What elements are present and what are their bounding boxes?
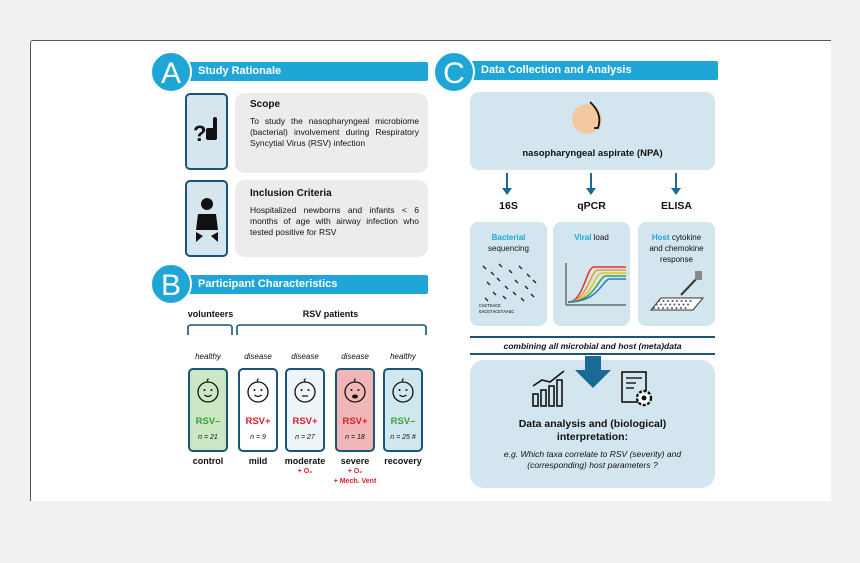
group-n: n = 18 xyxy=(345,434,365,441)
analysis-box: Data analysis and (biological) interpret… xyxy=(470,356,715,488)
group-card: RSV+ n = 27 xyxy=(285,368,325,452)
divider-line-2 xyxy=(470,353,715,355)
group-card: RSV+ n = 9 xyxy=(238,368,278,452)
arrow-qpcr xyxy=(586,173,596,195)
panel-b-letter: B xyxy=(160,269,181,302)
group-label: recovery xyxy=(384,456,422,466)
group-status: healthy xyxy=(195,352,221,361)
method-description: Host cytokine and chemokine response xyxy=(641,232,712,265)
group-extra: + O₂ xyxy=(347,468,363,475)
method-name: qPCR xyxy=(577,200,606,212)
method-description: Bacterial sequencing xyxy=(473,232,544,254)
baby-face-icon xyxy=(294,378,316,403)
group-status: disease xyxy=(341,352,369,361)
seq-text-2: GACGTACGTAAGC xyxy=(479,309,514,315)
arrow-elisa xyxy=(671,173,681,195)
analysis-title: Data analysis and (biological) interpret… xyxy=(518,418,667,443)
method-box: Bacterial sequencing xyxy=(470,222,547,326)
panel-a-title: Study Rationale xyxy=(198,65,282,77)
divider-line xyxy=(470,336,715,338)
method-text-2: sequencing xyxy=(488,244,529,253)
inclusion-body: Hospitalized newborns and infants < 6 mo… xyxy=(250,205,419,237)
panel-c-letter: C xyxy=(443,57,465,90)
group-card: RSV– n = 25 # xyxy=(383,368,423,452)
infant-icon xyxy=(185,180,228,257)
method-highlight: Viral xyxy=(574,233,592,242)
group-card: RSV+ n = 18 xyxy=(335,368,375,452)
group-n: n = 9 xyxy=(250,434,266,441)
scope-body: To study the nasopharyngeal microbiome (… xyxy=(250,116,419,148)
baby-face-icon xyxy=(247,378,269,403)
group-label: mild xyxy=(248,456,268,466)
svg-text:?: ? xyxy=(193,121,206,146)
group-label: control xyxy=(192,456,224,466)
group-card: RSV– n = 21 xyxy=(188,368,228,452)
method-text: cytokine xyxy=(669,233,702,242)
question-hand-icon: ? xyxy=(185,93,228,170)
arrow-16s xyxy=(502,173,512,195)
group-label: moderate xyxy=(284,456,326,466)
scope-title: Scope xyxy=(250,99,281,110)
panel-a-banner: Study Rationale xyxy=(183,62,428,81)
inclusion-title: Inclusion Criteria xyxy=(250,188,332,199)
method-text: load xyxy=(591,233,609,242)
group-rsv-status: RSV+ xyxy=(292,416,318,427)
settings-document-icon xyxy=(621,371,653,407)
panel-c-title: Data Collection and Analysis xyxy=(481,64,632,76)
panel-c-letter-circle: C xyxy=(433,51,475,93)
panel-a-letter-circle: A xyxy=(150,51,192,93)
qpcr-curves-icon xyxy=(565,263,626,306)
group-brackets xyxy=(187,324,427,335)
method-text-2: and chemokine response xyxy=(649,244,704,264)
method-name: 16S xyxy=(499,200,518,212)
bar-chart-icon xyxy=(532,370,565,407)
group-status: disease xyxy=(244,352,272,361)
group-label: severe xyxy=(340,456,370,466)
group-extra-2: + Mech. Vent xyxy=(333,478,377,485)
scope-box: Scope To study the nasopharyngeal microb… xyxy=(235,93,428,173)
group-n: n = 25 # xyxy=(390,434,416,441)
method-highlight: Host xyxy=(651,233,670,242)
group-rsv-status: RSV+ xyxy=(245,416,271,427)
baby-face-icon xyxy=(197,378,219,403)
inclusion-box: Inclusion Criteria Hospitalized newborns… xyxy=(235,180,428,257)
nose-icon xyxy=(572,101,602,134)
npa-box: nasopharyngeal aspirate (NPA) xyxy=(470,92,715,170)
combine-text: combining all microbial and host (meta)d… xyxy=(503,341,682,351)
panel-b-banner: Participant Characteristics xyxy=(183,275,428,294)
baby-face-icon xyxy=(344,378,366,403)
group-rsv-status: RSV– xyxy=(195,416,221,427)
panel-a-letter: A xyxy=(160,57,181,90)
analysis-example: e.g. Which taxa correlate to RSV (severi… xyxy=(503,449,682,470)
group-rsv-status: RSV+ xyxy=(342,416,368,427)
group-rsv-status: RSV– xyxy=(390,416,416,427)
panel-b-letter-circle: B xyxy=(150,263,192,305)
group-n: n = 27 xyxy=(295,434,315,441)
group-volunteers-label: volunteers xyxy=(187,309,234,319)
group-rsv-label: RSV patients xyxy=(302,309,359,319)
group-extra: + O₂ xyxy=(297,468,313,475)
group-status: healthy xyxy=(390,352,416,361)
method-highlight: Bacterial xyxy=(491,233,526,242)
panel-c-banner: Data Collection and Analysis xyxy=(448,61,718,80)
npa-label: nasopharyngeal aspirate (NPA) xyxy=(522,148,663,159)
panel-b-title: Participant Characteristics xyxy=(198,278,338,290)
group-status: disease xyxy=(291,352,319,361)
elisa-plate-icon xyxy=(649,271,705,311)
method-name: ELISA xyxy=(661,200,692,212)
seq-text-1: CAGTGACG xyxy=(479,303,501,309)
method-description: Viral load xyxy=(556,232,627,243)
down-arrow-icon xyxy=(575,356,611,388)
baby-face-icon xyxy=(392,378,414,403)
group-n: n = 21 xyxy=(198,434,218,441)
figure-panel: Study Rationale A ? Scope To study the n… xyxy=(150,51,718,492)
